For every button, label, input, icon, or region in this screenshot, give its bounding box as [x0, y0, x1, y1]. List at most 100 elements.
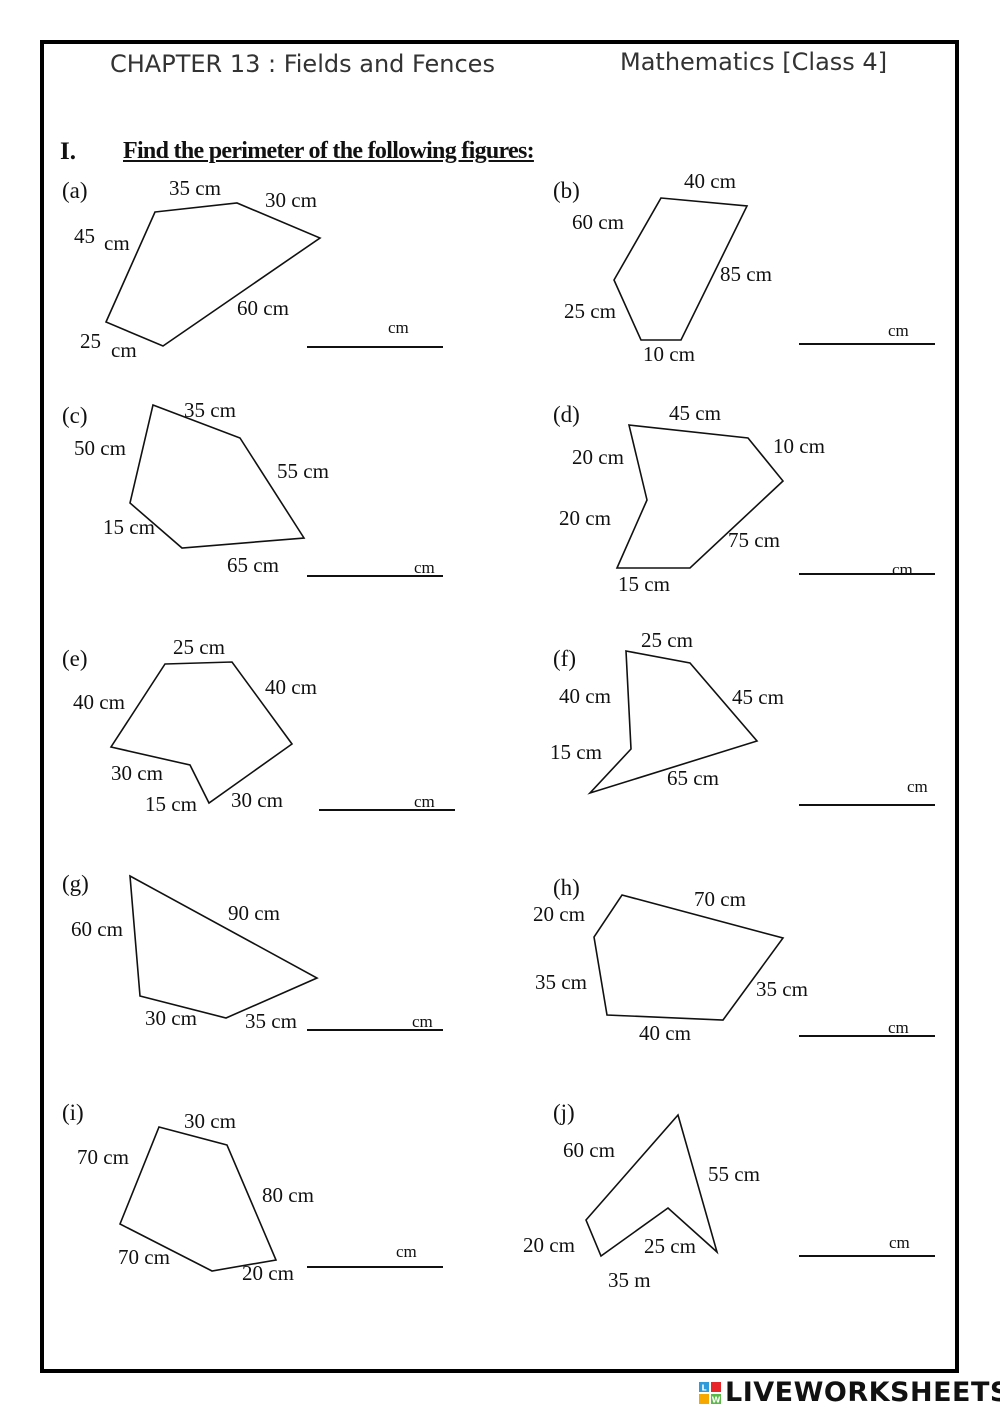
figure-b-label: 25 cm — [564, 299, 616, 323]
chapter-title: CHAPTER 13 : Fields and Fences — [110, 50, 495, 78]
figure-f-answer-blank[interactable] — [799, 804, 935, 806]
figure-c-answer-blank[interactable] — [307, 575, 443, 577]
figure-i-label: 30 cm — [184, 1109, 236, 1133]
figure-d-label: 15 cm — [618, 572, 670, 596]
liveworksheets-wordmark: LIVEWORKSHEETS — [725, 1377, 1000, 1408]
figure-h-label: 40 cm — [639, 1021, 691, 1045]
figure-g-shape — [129, 874, 319, 1019]
figure-h-answer-blank[interactable] — [799, 1035, 935, 1037]
figure-d-label: 10 cm — [773, 434, 825, 458]
figure-a-letter: (a) — [62, 178, 88, 203]
figure-f-label: 15 cm — [550, 740, 602, 764]
figure-f-shape — [587, 650, 759, 795]
figure-f-label: 45 cm — [732, 685, 784, 709]
figure-e-label: 30 cm — [111, 761, 163, 785]
figure-h-answer-unit: cm — [888, 1018, 909, 1037]
figure-a-label: 35 cm — [169, 176, 221, 200]
figure-j-label: 60 cm — [563, 1138, 615, 1162]
figure-c-label: 65 cm — [227, 553, 279, 577]
figure-j-label: 35 m — [608, 1268, 651, 1292]
figure-d-label: 75 cm — [728, 528, 780, 552]
figure-h-label: 20 cm — [533, 902, 585, 926]
figure-i-label: 70 cm — [118, 1245, 170, 1269]
figure-c-letter: (c) — [62, 403, 88, 428]
figure-g-label: 60 cm — [71, 917, 123, 941]
figure-d-label: 20 cm — [559, 506, 611, 530]
figure-g-label: 35 cm — [245, 1009, 297, 1033]
figure-i-shape — [118, 1126, 278, 1272]
figure-e-label: 40 cm — [265, 675, 317, 699]
question-text: Find the perimeter of the following figu… — [123, 138, 535, 164]
figure-a-label: 45 — [74, 224, 95, 248]
figure-d-label: 45 cm — [669, 401, 721, 425]
figure-i-answer-blank[interactable] — [307, 1266, 443, 1268]
figure-a-label: cm — [111, 338, 137, 362]
figure-j-label: 55 cm — [708, 1162, 760, 1186]
subject-title: Mathematics [Class 4] — [620, 48, 888, 76]
figure-a-label: 30 cm — [265, 188, 317, 212]
svg-text:W: W — [712, 1395, 721, 1404]
figure-g-answer-blank[interactable] — [307, 1029, 443, 1031]
figure-c-label: 55 cm — [277, 459, 329, 483]
figure-g-label: 30 cm — [145, 1006, 197, 1030]
figure-c-answer-unit: cm — [414, 558, 435, 577]
figure-f-answer-unit: cm — [907, 777, 928, 796]
figure-h-shape — [593, 894, 785, 1021]
figure-e-label: 40 cm — [73, 690, 125, 714]
page-border — [40, 40, 959, 1373]
figure-f-letter: (f) — [553, 646, 576, 671]
figure-e-label: 30 cm — [231, 788, 283, 812]
figure-a-answer-unit: cm — [388, 318, 409, 337]
figure-e-answer-unit: cm — [414, 792, 435, 811]
figure-e-shape — [109, 661, 294, 805]
figure-f-label: 40 cm — [559, 684, 611, 708]
figure-b-shape — [613, 197, 749, 341]
figure-a-label: 60 cm — [237, 296, 289, 320]
figure-e-letter: (e) — [62, 646, 88, 671]
liveworksheets-logo-icon: L W — [699, 1381, 721, 1404]
figure-e-label: 25 cm — [173, 635, 225, 659]
figure-a-label: 25 — [80, 329, 101, 353]
figure-g-label: 90 cm — [228, 901, 280, 925]
figure-i-answer-unit: cm — [396, 1242, 417, 1261]
figure-h-label: 35 cm — [756, 977, 808, 1001]
figure-h-label: 70 cm — [694, 887, 746, 911]
figure-c-shape — [129, 403, 306, 549]
figure-j-answer-blank[interactable] — [799, 1255, 935, 1257]
figure-d-letter: (d) — [553, 402, 580, 427]
figure-i-label: 80 cm — [262, 1183, 314, 1207]
figure-f-label: 25 cm — [641, 628, 693, 652]
figure-c-label: 50 cm — [74, 436, 126, 460]
figure-a-shape — [104, 202, 322, 347]
liveworksheets-brand[interactable]: L W LIVEWORKSHEETS — [699, 1377, 1000, 1408]
figure-b-answer-blank[interactable] — [799, 343, 935, 345]
figure-j-letter: (j) — [553, 1100, 575, 1125]
figure-i-label: 70 cm — [77, 1145, 129, 1169]
figure-j-label: 25 cm — [644, 1234, 696, 1258]
figure-a-label: cm — [104, 231, 130, 255]
figure-b-letter: (b) — [553, 178, 580, 203]
figure-c-label: 15 cm — [103, 515, 155, 539]
figure-e-label: 15 cm — [145, 792, 197, 816]
question-number: I. — [60, 138, 76, 165]
figure-a-answer-blank[interactable] — [307, 346, 443, 348]
svg-text:L: L — [701, 1383, 706, 1392]
figure-h-label: 35 cm — [535, 970, 587, 994]
figure-e-answer-blank[interactable] — [319, 809, 455, 811]
figure-d-answer-blank[interactable] — [799, 573, 935, 575]
figure-h-letter: (h) — [553, 875, 580, 900]
figure-b-answer-unit: cm — [888, 321, 909, 340]
figure-g-answer-unit: cm — [412, 1012, 433, 1031]
figure-j-label: 20 cm — [523, 1233, 575, 1257]
figure-d-label: 20 cm — [572, 445, 624, 469]
figure-i-letter: (i) — [62, 1100, 84, 1125]
figure-j-shape — [585, 1113, 719, 1258]
figure-g-letter: (g) — [62, 871, 89, 896]
figure-i-label: 20 cm — [242, 1261, 294, 1285]
figure-c-label: 35 cm — [184, 398, 236, 422]
figure-d-shape — [615, 424, 785, 569]
figure-b-label: 60 cm — [572, 210, 624, 234]
figure-b-label: 85 cm — [720, 262, 772, 286]
figure-b-label: 40 cm — [684, 169, 736, 193]
